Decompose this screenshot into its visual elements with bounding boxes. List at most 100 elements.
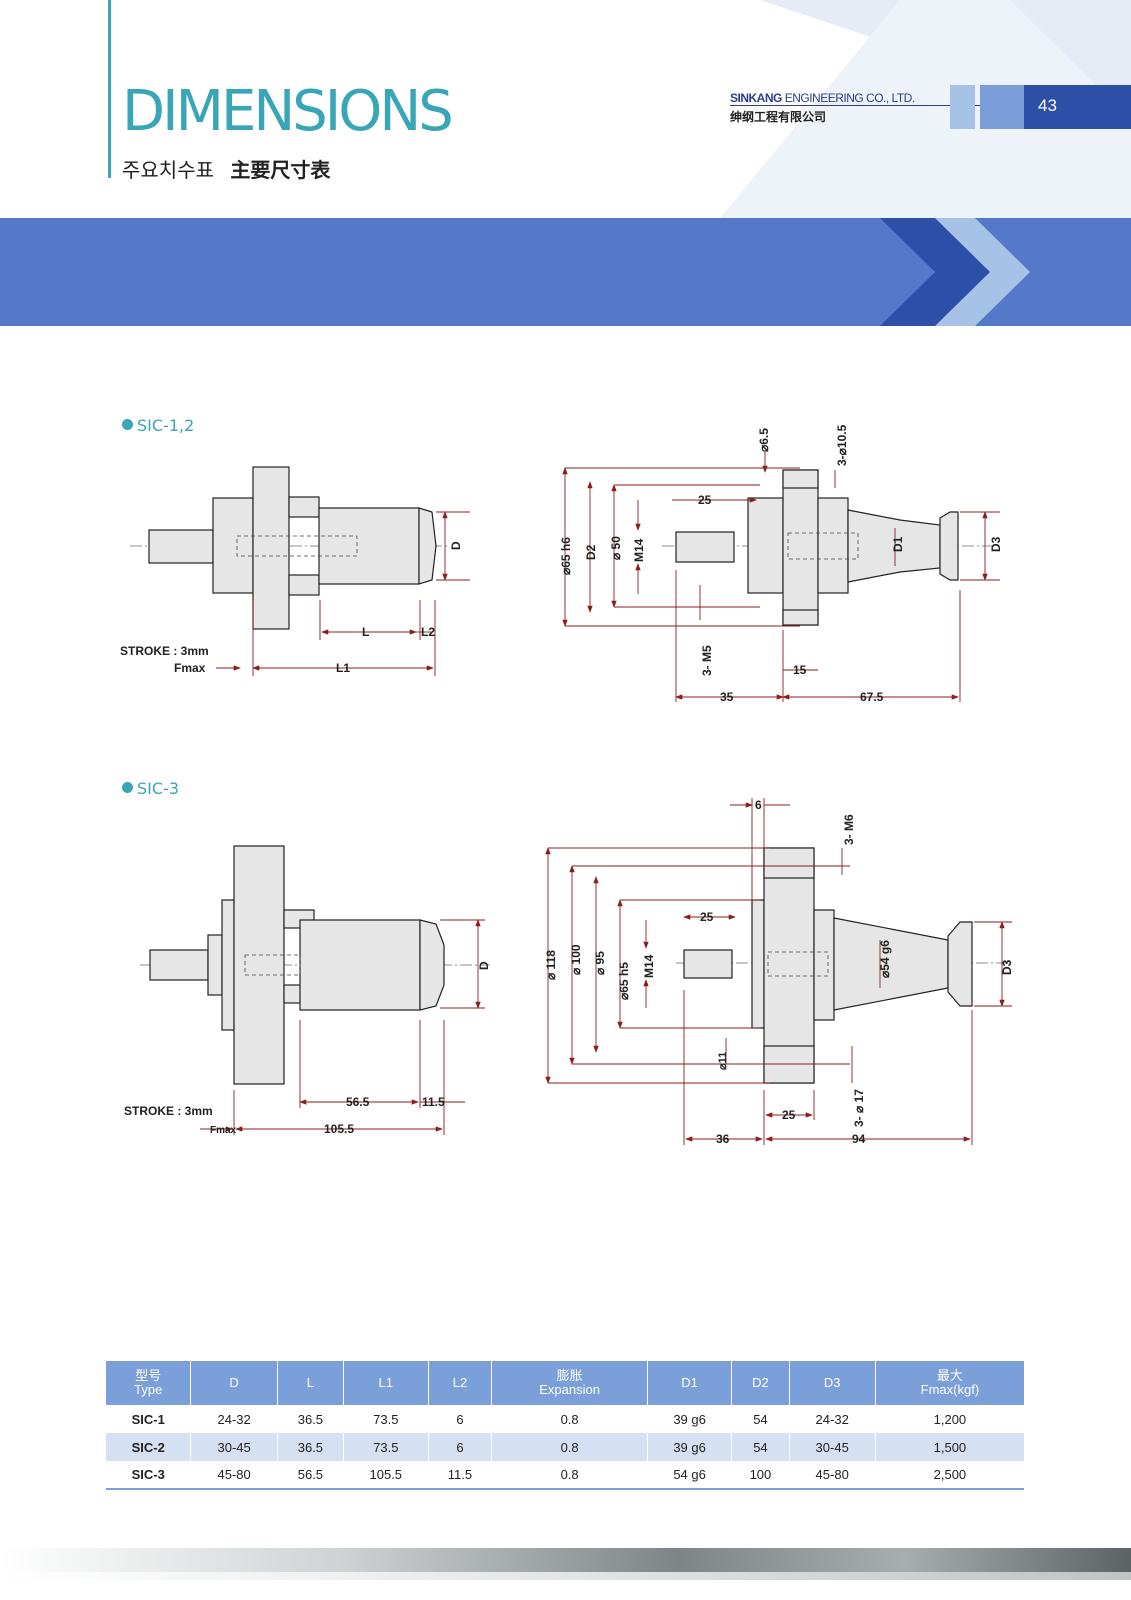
dim-D3: D3	[989, 536, 1003, 552]
banner-chevron-light	[935, 218, 1030, 326]
dim-phi50: ⌀ 50	[609, 536, 623, 560]
table-row: SIC-1 24-32 36.5 73.5 6 0.8 39 g6 54 24-…	[106, 1405, 1024, 1433]
dim-L2: L2	[421, 625, 435, 639]
dim-35: 35	[720, 690, 734, 704]
header-bottom: Fmax(kgf)	[920, 1382, 980, 1397]
nose	[947, 921, 973, 1007]
cell-expansion: 0.8	[491, 1433, 648, 1461]
jaw-top	[283, 909, 315, 929]
dim-D3: D3	[1000, 959, 1014, 975]
dim-phi118: ⌀ 118	[544, 950, 558, 980]
dim-L: L	[362, 625, 369, 639]
page-tab-light	[950, 85, 975, 129]
dim-phi65h6: ⌀65 h6	[559, 537, 573, 575]
collet-body	[318, 507, 420, 585]
background-chevron	[720, 0, 1131, 218]
page-number: 43	[1038, 96, 1057, 115]
cell-fmax: 1,500	[875, 1433, 1024, 1461]
flange	[252, 466, 290, 630]
cell-l2: 6	[428, 1433, 493, 1461]
cell-l: 56.5	[277, 1461, 345, 1489]
cell-l2: 6	[428, 1405, 493, 1433]
flange-hub	[212, 497, 254, 594]
cell-d3: 24-32	[789, 1405, 876, 1433]
dim-phi95: ⌀ 95	[593, 951, 607, 975]
section-label-sic-1-2: SIC-1,2	[122, 416, 194, 435]
hub	[747, 497, 784, 594]
dim-105-5: 105.5	[324, 1122, 354, 1136]
dim-phi11: ⌀11	[717, 1052, 729, 1070]
cell-expansion: 0.8	[491, 1405, 648, 1433]
cell-l2: 11.5	[428, 1461, 493, 1489]
footer-gradient-strip	[0, 1572, 1131, 1580]
subtitle-korean: 주요치수표	[122, 158, 214, 182]
header-d1: D1	[647, 1361, 733, 1405]
header-d3: D3	[789, 1361, 876, 1405]
collet-body	[299, 919, 421, 1011]
dim-15: 15	[793, 663, 807, 677]
dim-M6: 3- M6	[842, 814, 856, 845]
dim-phi17: 3- ⌀ 17	[852, 1089, 866, 1127]
taper	[847, 509, 941, 583]
fmax-label: Fmax	[210, 1125, 237, 1136]
header-top: 最大	[936, 1367, 963, 1383]
cell-l1: 73.5	[343, 1405, 429, 1433]
company-name-english: SINKANG ENGINEERING CO., LTD.	[730, 91, 915, 105]
dim-phi54g6: ⌀54 g6	[878, 940, 892, 978]
dim-M14: M14	[632, 538, 646, 562]
cell-expansion: 0.8	[491, 1461, 648, 1489]
footer-gradient-bar	[0, 1548, 1131, 1572]
header-top: 型号	[135, 1367, 162, 1383]
flange-top-block	[782, 469, 819, 489]
bullet-icon	[122, 782, 133, 793]
section-title: SIC-1,2	[137, 416, 195, 435]
dim-phi10-5: 3-⌀10.5	[835, 424, 849, 466]
header-l: L	[277, 1361, 345, 1405]
dim-6: 6	[755, 798, 762, 812]
page-tab-mid	[980, 85, 1024, 129]
shaft	[683, 949, 733, 979]
cell-d1: 54 g6	[647, 1461, 733, 1489]
header-top: 膨胀	[556, 1367, 583, 1383]
cell-d1: 39 g6	[647, 1405, 733, 1433]
stroke-label: STROKE : 3mm	[124, 1104, 213, 1118]
cell-d3: 45-80	[789, 1461, 876, 1489]
cell-l1: 73.5	[343, 1433, 429, 1461]
collet-nose	[418, 507, 437, 585]
cell-d2: 54	[731, 1433, 790, 1461]
header-top: D3	[823, 1374, 841, 1390]
company-name-chinese: 绅纲工程有限公司	[730, 110, 827, 124]
header-d: D	[190, 1361, 278, 1405]
cell-type: SIC-2	[106, 1433, 192, 1461]
flange	[763, 847, 815, 1084]
header-l2: L2	[428, 1361, 493, 1405]
cell-l: 36.5	[277, 1405, 345, 1433]
dim-D: D	[477, 961, 491, 970]
bullet-icon	[122, 419, 133, 430]
shaft	[148, 529, 214, 564]
flange	[233, 845, 285, 1085]
nose	[939, 511, 959, 581]
cell-type: SIC-1	[106, 1405, 192, 1433]
header-bottom: Expansion	[539, 1382, 600, 1397]
dim-56-5: 56.5	[346, 1095, 370, 1109]
cell-d1: 39 g6	[647, 1433, 733, 1461]
flange-bottom-block	[782, 609, 819, 626]
dim-L1: L1	[336, 661, 350, 675]
sic-1-2-front-view: ⌀65 h6 D2 ⌀ 50 M14 25 D1 D3 ⌀6.5 3-⌀10.5…	[559, 424, 1003, 704]
header-background	[0, 0, 1131, 326]
dim-25-top: 25	[700, 910, 714, 924]
cell-d: 45-80	[190, 1461, 278, 1489]
flange-bottom-block	[763, 1045, 815, 1084]
cell-l1: 105.5	[343, 1461, 429, 1489]
header-top: L2	[452, 1374, 468, 1390]
cell-fmax: 2,500	[875, 1461, 1024, 1489]
table-row: SIC-2 30-45 36.5 73.5 6 0.8 39 g6 54 30-…	[106, 1433, 1024, 1461]
flange	[782, 469, 819, 626]
body	[817, 497, 849, 594]
section-label-sic-3: SIC-3	[122, 779, 179, 798]
cell-d2: 100	[731, 1461, 790, 1489]
